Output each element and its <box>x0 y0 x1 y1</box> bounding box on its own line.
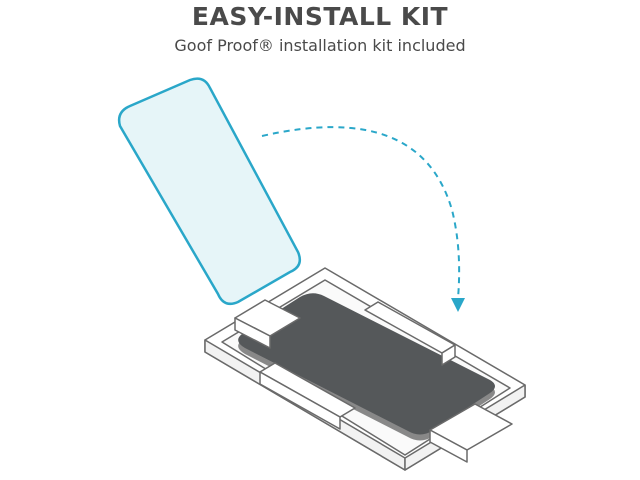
screen-protector-glass <box>117 77 301 305</box>
phone <box>238 293 495 441</box>
page-title: EASY-INSTALL KIT <box>191 2 449 31</box>
tray-guides <box>234 299 513 463</box>
dashed-arrow <box>261 126 461 299</box>
page-subtitle: Goof Proof® installation kit included <box>174 36 466 55</box>
arrow-head-icon <box>451 298 465 312</box>
